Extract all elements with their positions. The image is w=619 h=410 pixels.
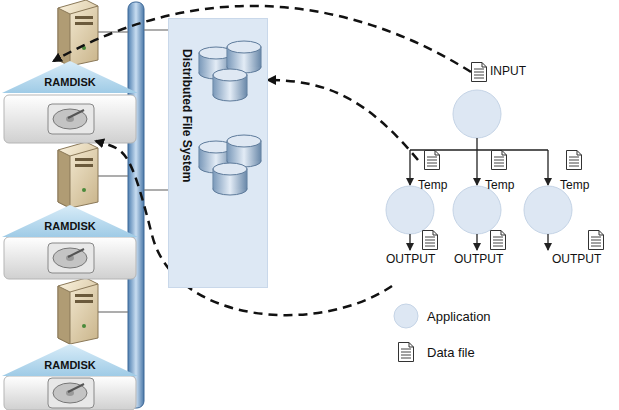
ramdisk-triangle: RAMDISK [2, 344, 138, 376]
legend-sample [393, 303, 419, 329]
file-icon [422, 230, 438, 250]
ramdisk-triangle: RAMDISK [2, 61, 138, 93]
legend-item: Application [393, 298, 491, 334]
dashed-connector [268, 80, 418, 160]
data-file: INPUT [471, 62, 526, 82]
node-label: Temp [560, 178, 589, 192]
ramdisk-triangle: RAMDISK [2, 205, 138, 237]
file-icon [424, 150, 440, 170]
node-label: OUTPUT [386, 252, 435, 266]
file-icon [471, 62, 487, 82]
data-file: OUTPUT [454, 230, 506, 266]
legend-sample [393, 341, 419, 363]
file-icon [566, 150, 582, 170]
application-tree [386, 90, 572, 250]
node-label: RAMDISK [2, 61, 138, 88]
data-file: OUTPUT [386, 230, 438, 266]
node-label: RAMDISK [2, 205, 138, 232]
node-label: OUTPUT [552, 252, 601, 266]
data-file: Temp [560, 150, 589, 192]
node-label: INPUT [490, 64, 526, 78]
file-icon [491, 150, 507, 170]
file-icon [490, 230, 506, 250]
legend-item: Data file [393, 334, 491, 370]
network-bus [128, 2, 144, 408]
server-icon [58, 278, 98, 344]
data-file: Temp [418, 150, 447, 192]
node-label: OUTPUT [454, 252, 503, 266]
legend-text: Application [427, 309, 491, 324]
node-label: Distributed File System [180, 49, 194, 182]
data-file: OUTPUT [552, 230, 604, 266]
file-icon [588, 230, 604, 250]
legend-text: Data file [427, 345, 475, 360]
node-label: RAMDISK [2, 344, 138, 371]
node-label: Temp [485, 178, 514, 192]
legend: Application Data file [393, 298, 491, 370]
file-system-panel: Distributed File System [168, 18, 268, 288]
node-label: Temp [418, 178, 447, 192]
server-icon [58, 142, 98, 208]
data-file: Temp [485, 150, 514, 192]
